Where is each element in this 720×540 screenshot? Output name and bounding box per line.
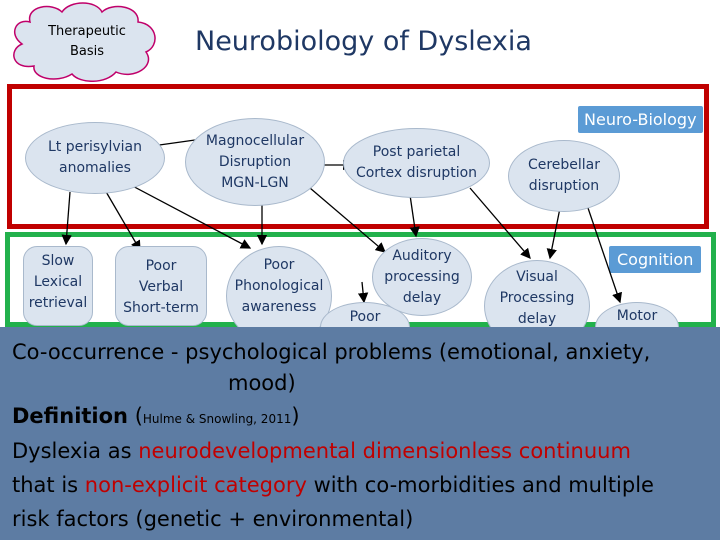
definition-citation: Hulme & Snowling, 2011 (142, 412, 292, 426)
cognition-label: Cognition (609, 246, 702, 273)
highlight-non-explicit-category: non-explicit category (84, 473, 307, 497)
therapeutic-basis-cloud (13, 2, 156, 82)
causal-arrows (61, 139, 622, 304)
arrow-perisylvian-to-verbal (104, 189, 141, 252)
definition-line-1: Dyslexia as neurodevelopmental dimension… (12, 439, 631, 463)
cloud-label: Therapeutic Basis (22, 22, 152, 62)
cloud-label-line-2: Basis (69, 44, 105, 59)
definition-heading: Definition (Hulme & Snowling, 2011) (12, 404, 300, 428)
neuro-biology-frame (7, 84, 709, 229)
co-occurrence-text: Co-occurrence - psychological problems (… (12, 340, 651, 364)
arrow-auditory-to-poor (357, 281, 369, 304)
arrow-cerebellar-to-visual (546, 207, 561, 260)
arrow-perisylvian-to-phonological (124, 181, 252, 249)
definition-panel (0, 327, 720, 540)
definition-term: Definition (12, 404, 129, 428)
co-occurrence-text-continued: mood) (228, 371, 296, 395)
highlight-neurodevelopmental: neurodevelopmental dimensionless continu… (138, 439, 631, 463)
slide-title: Neurobiology of Dyslexia (195, 26, 532, 57)
cloud-label-line-1: Therapeutic (48, 24, 126, 39)
arrow-parietal-to-visual (469, 187, 531, 259)
arrow-parietal-to-auditory (409, 194, 420, 238)
arrow-magno-to-auditory (309, 187, 386, 253)
definition-line-2: that is non-explicit category with co-mo… (12, 473, 654, 497)
arrow-perisylvian-to-lexical (61, 191, 72, 246)
arrow-cerebellar-to-motor (587, 207, 622, 304)
neuro-biology-label: Neuro-Biology (578, 106, 703, 133)
definition-line-3: risk factors (genetic + environmental) (12, 507, 414, 531)
